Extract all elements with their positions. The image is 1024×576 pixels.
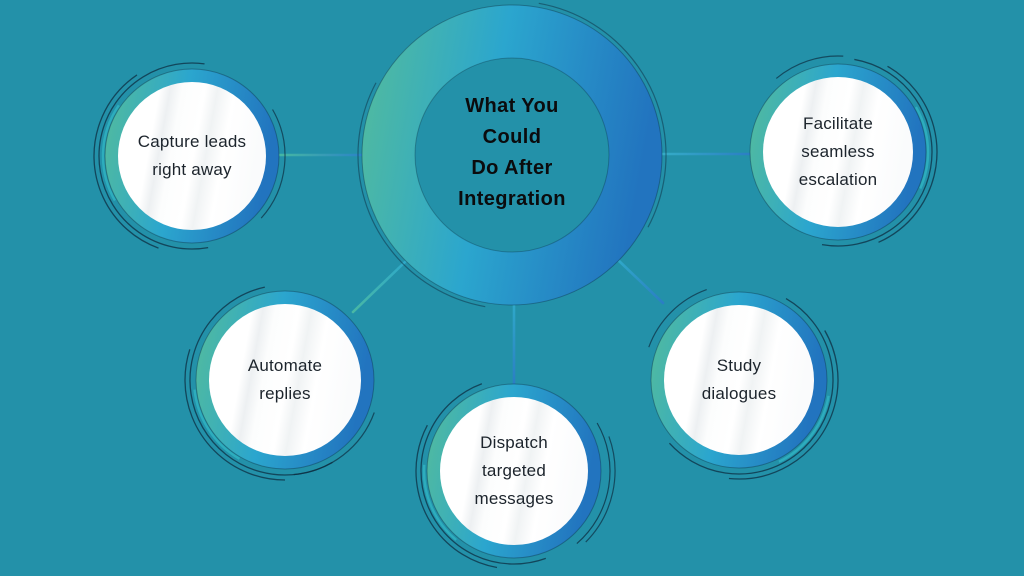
connector-automate (351, 260, 407, 314)
center-ring-hole (414, 57, 610, 253)
node-label-study-dialogues: Study dialogues (701, 356, 777, 403)
connector-study (615, 257, 665, 305)
node-circle-facilitate (738, 52, 938, 252)
node-label-capture-leads: Capture leads right away (137, 132, 247, 179)
center-ring (357, 0, 667, 310)
node-circle-automate (184, 279, 386, 481)
node-circle-study (639, 280, 839, 480)
connector-lines (277, 152, 753, 386)
node-label-dispatch-targeted-messages: Dispatch targeted messages (474, 433, 554, 508)
node-circle-capture-leads (93, 57, 291, 255)
node-label-automate-replies: Automate replies (247, 356, 323, 403)
center-title: What You Could Do After Integration (458, 95, 566, 210)
node-label-facilitate-seamless-escalation: Facilitate seamless escalation (798, 114, 878, 189)
node-circle-dispatch (412, 369, 616, 573)
